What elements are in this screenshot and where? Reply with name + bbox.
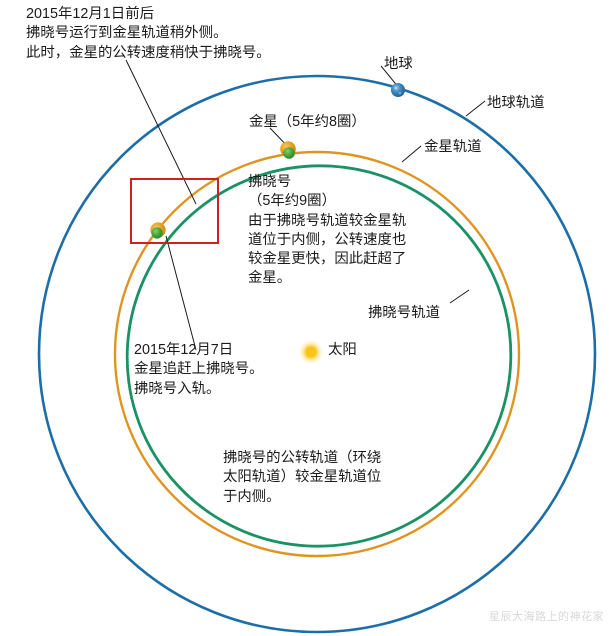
akatsuki-orbit-path <box>125 164 513 548</box>
note-inner-line1: 拂晓号的公转轨道（环绕 <box>223 450 382 466</box>
akatsuki-marker <box>283 147 295 159</box>
note-inner-line3: 于内侧。 <box>223 488 281 505</box>
note-akatsuki-block: 拂晓号 （5年约9圈） 由于拂晓号轨道较金星轨 道位于内侧，公转速度也 较金星更… <box>248 173 406 289</box>
label-akatsuki-orbit: 拂晓号轨道 <box>368 305 440 321</box>
note-akatsuki-line1: 拂晓号 <box>248 174 292 190</box>
label-venus: 金星（5年约8圈） <box>249 114 366 130</box>
note-dec1-block: 2015年12月1日前后 拂晓号运行到金星轨道稍外侧。 此时，金星的公转速度稍快… <box>26 5 271 63</box>
leader-dec1 <box>125 59 197 205</box>
note-akatsuki-line4: 道位于内侧，公转速度也 <box>248 231 407 248</box>
label-earth: 地球 <box>384 56 413 72</box>
leader-earth-orbit <box>465 100 486 117</box>
label-earth-orbit: 地球轨道 <box>487 95 545 111</box>
label-venus-orbit: 金星轨道 <box>424 139 482 155</box>
note-inner-orbit-block: 拂晓号的公转轨道（环绕 太阳轨道）较金星轨道位 于内侧。 <box>223 449 381 507</box>
note-inner-line2: 太阳轨道）较金星轨道位 <box>223 469 382 486</box>
note-dec7-line3: 拂晓号入轨。 <box>134 380 221 397</box>
venus-orbit-path <box>113 150 521 558</box>
akatsuki-marker-conjunction <box>151 227 163 239</box>
note-dec7-block: 2015年12月7日 金星追赶上拂晓号。 拂晓号入轨。 <box>134 341 264 399</box>
leader-akatsuki-orbit <box>449 289 470 304</box>
note-dec1-line1: 2015年12月1日前后 <box>26 6 154 22</box>
note-dec7-line2: 金星追赶上拂晓号。 <box>134 361 264 378</box>
label-sun: 太阳 <box>328 342 357 358</box>
leader-venus-orbit <box>401 145 422 163</box>
note-dec1-line3: 此时，金星的公转速度稍快于拂晓号。 <box>26 44 271 61</box>
note-dec1-line2: 拂晓号运行到金星轨道稍外侧。 <box>26 25 228 42</box>
note-akatsuki-line2: （5年约9圈） <box>248 193 336 210</box>
note-akatsuki-line3: 由于拂晓号轨道较金星轨 <box>248 212 407 229</box>
earth-marker-speck-2 <box>398 91 402 95</box>
sun-marker <box>305 346 317 358</box>
earth-marker <box>391 83 405 97</box>
note-dec7-line1: 2015年12月7日 <box>134 342 234 358</box>
leader-dec7 <box>165 235 197 351</box>
note-akatsuki-line5: 较金星更快，因此赶超了 <box>248 251 407 268</box>
earth-marker-speck-1 <box>394 86 398 90</box>
watermark: 星辰大海路上的神花家 <box>489 611 604 623</box>
earth-orbit-path <box>37 74 597 634</box>
note-akatsuki-line6: 金星。 <box>248 270 292 287</box>
highlight-box <box>130 178 219 244</box>
